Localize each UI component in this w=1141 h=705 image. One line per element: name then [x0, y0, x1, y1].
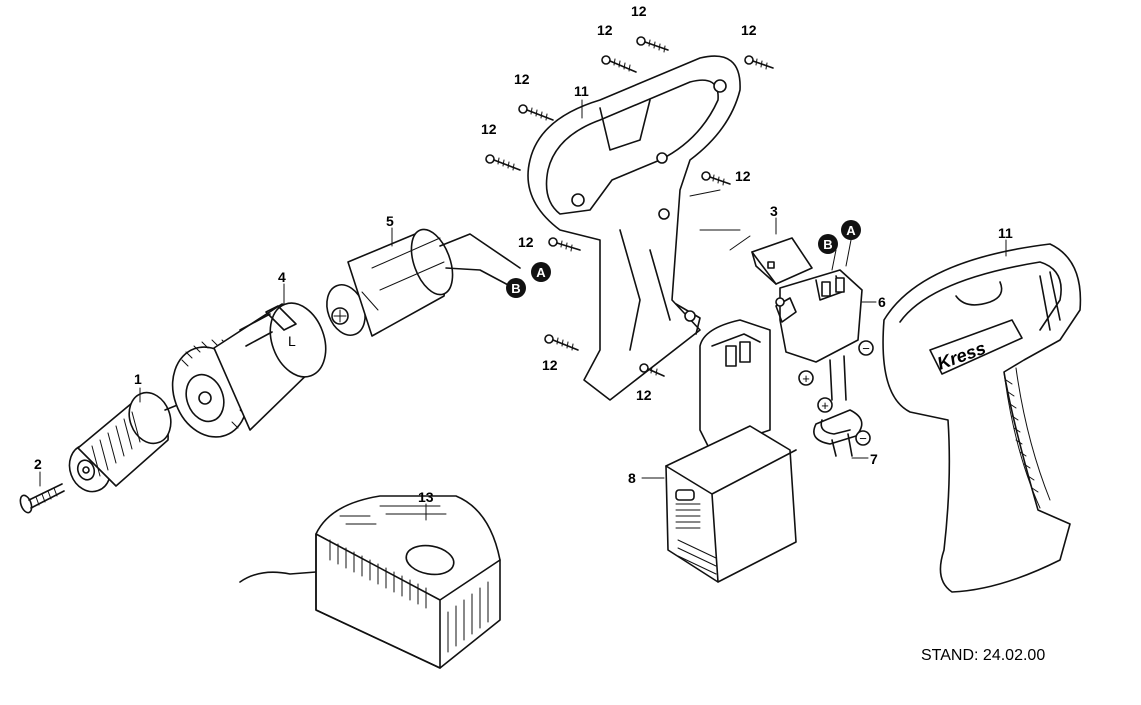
callout-12: 12: [631, 3, 647, 19]
revision-stamp: STAND: 24.02.00: [921, 647, 1046, 664]
part-7-battery-leads: [813, 409, 863, 457]
callout-6: 6: [878, 294, 886, 310]
screw-12-1: [636, 36, 669, 53]
callout-12: 12: [481, 121, 497, 137]
screw-12-9: [639, 363, 665, 377]
part-1-keyless-chuck: [68, 391, 191, 493]
svg-text:A: A: [536, 265, 546, 280]
svg-text:−: −: [862, 341, 870, 356]
part-3-component: [751, 237, 813, 285]
screw-12-2: [601, 55, 637, 73]
svg-text:A: A: [846, 223, 856, 238]
minus-marker-2: −: [855, 430, 871, 446]
callout-3: 3: [770, 203, 778, 219]
part-13-charger: [239, 495, 501, 669]
callout-labels: 1 2 3 4 5 6 7 8 11 11 13 12 12 12 12 12 …: [34, 3, 1013, 505]
screw-12-8: [544, 334, 579, 351]
callout-8: 8: [628, 470, 636, 486]
screw-12-7: [548, 237, 581, 252]
gearbox-mark: L: [288, 333, 296, 349]
svg-text:+: +: [821, 398, 829, 413]
callout-13: 13: [418, 489, 434, 505]
callout-12: 12: [518, 234, 534, 250]
polarity-markers: + + − −: [798, 340, 874, 446]
callout-12: 12: [597, 22, 613, 38]
connector-a-motor: A: [531, 262, 551, 282]
callout-12: 12: [636, 387, 652, 403]
part-5-motor: [326, 228, 521, 337]
part-4-gearbox: L: [171, 302, 327, 438]
connector-b-motor: B: [506, 278, 526, 298]
svg-text:B: B: [823, 237, 832, 252]
callout-12: 12: [514, 71, 530, 87]
callout-4: 4: [278, 269, 286, 285]
callout-2: 2: [34, 456, 42, 472]
svg-text:+: +: [802, 371, 810, 386]
minus-marker-1: −: [858, 340, 874, 356]
callout-7: 7: [870, 451, 878, 467]
part-8-battery-pack: [665, 319, 797, 583]
screw-12-5: [485, 154, 521, 171]
plus-marker-2: +: [817, 397, 833, 413]
part-6-switch: [775, 269, 863, 401]
part-11-housing-shell: Kress: [882, 243, 1082, 593]
callout-1: 1: [134, 371, 142, 387]
connector-b-switch: B: [818, 234, 838, 254]
connector-a-switch: A: [841, 220, 861, 240]
screw-12-4: [518, 104, 554, 121]
part-11-housing-half: [527, 55, 741, 401]
svg-text:−: −: [859, 431, 867, 446]
screw-12-3: [744, 55, 774, 70]
callout-12: 12: [542, 357, 558, 373]
part-12-screws: [485, 36, 774, 377]
callout-5: 5: [386, 213, 394, 229]
plus-marker-1: +: [798, 370, 814, 386]
callout-11-left: 11: [574, 83, 589, 99]
callout-12: 12: [735, 168, 751, 184]
connector-markers: A B A B: [506, 220, 861, 298]
leader-lines: [39, 99, 1007, 521]
screw-12-6: [701, 171, 731, 186]
callout-12: 12: [741, 22, 757, 38]
svg-text:B: B: [511, 281, 520, 296]
part-2-screw: [19, 483, 65, 514]
callout-11-right: 11: [998, 225, 1013, 241]
